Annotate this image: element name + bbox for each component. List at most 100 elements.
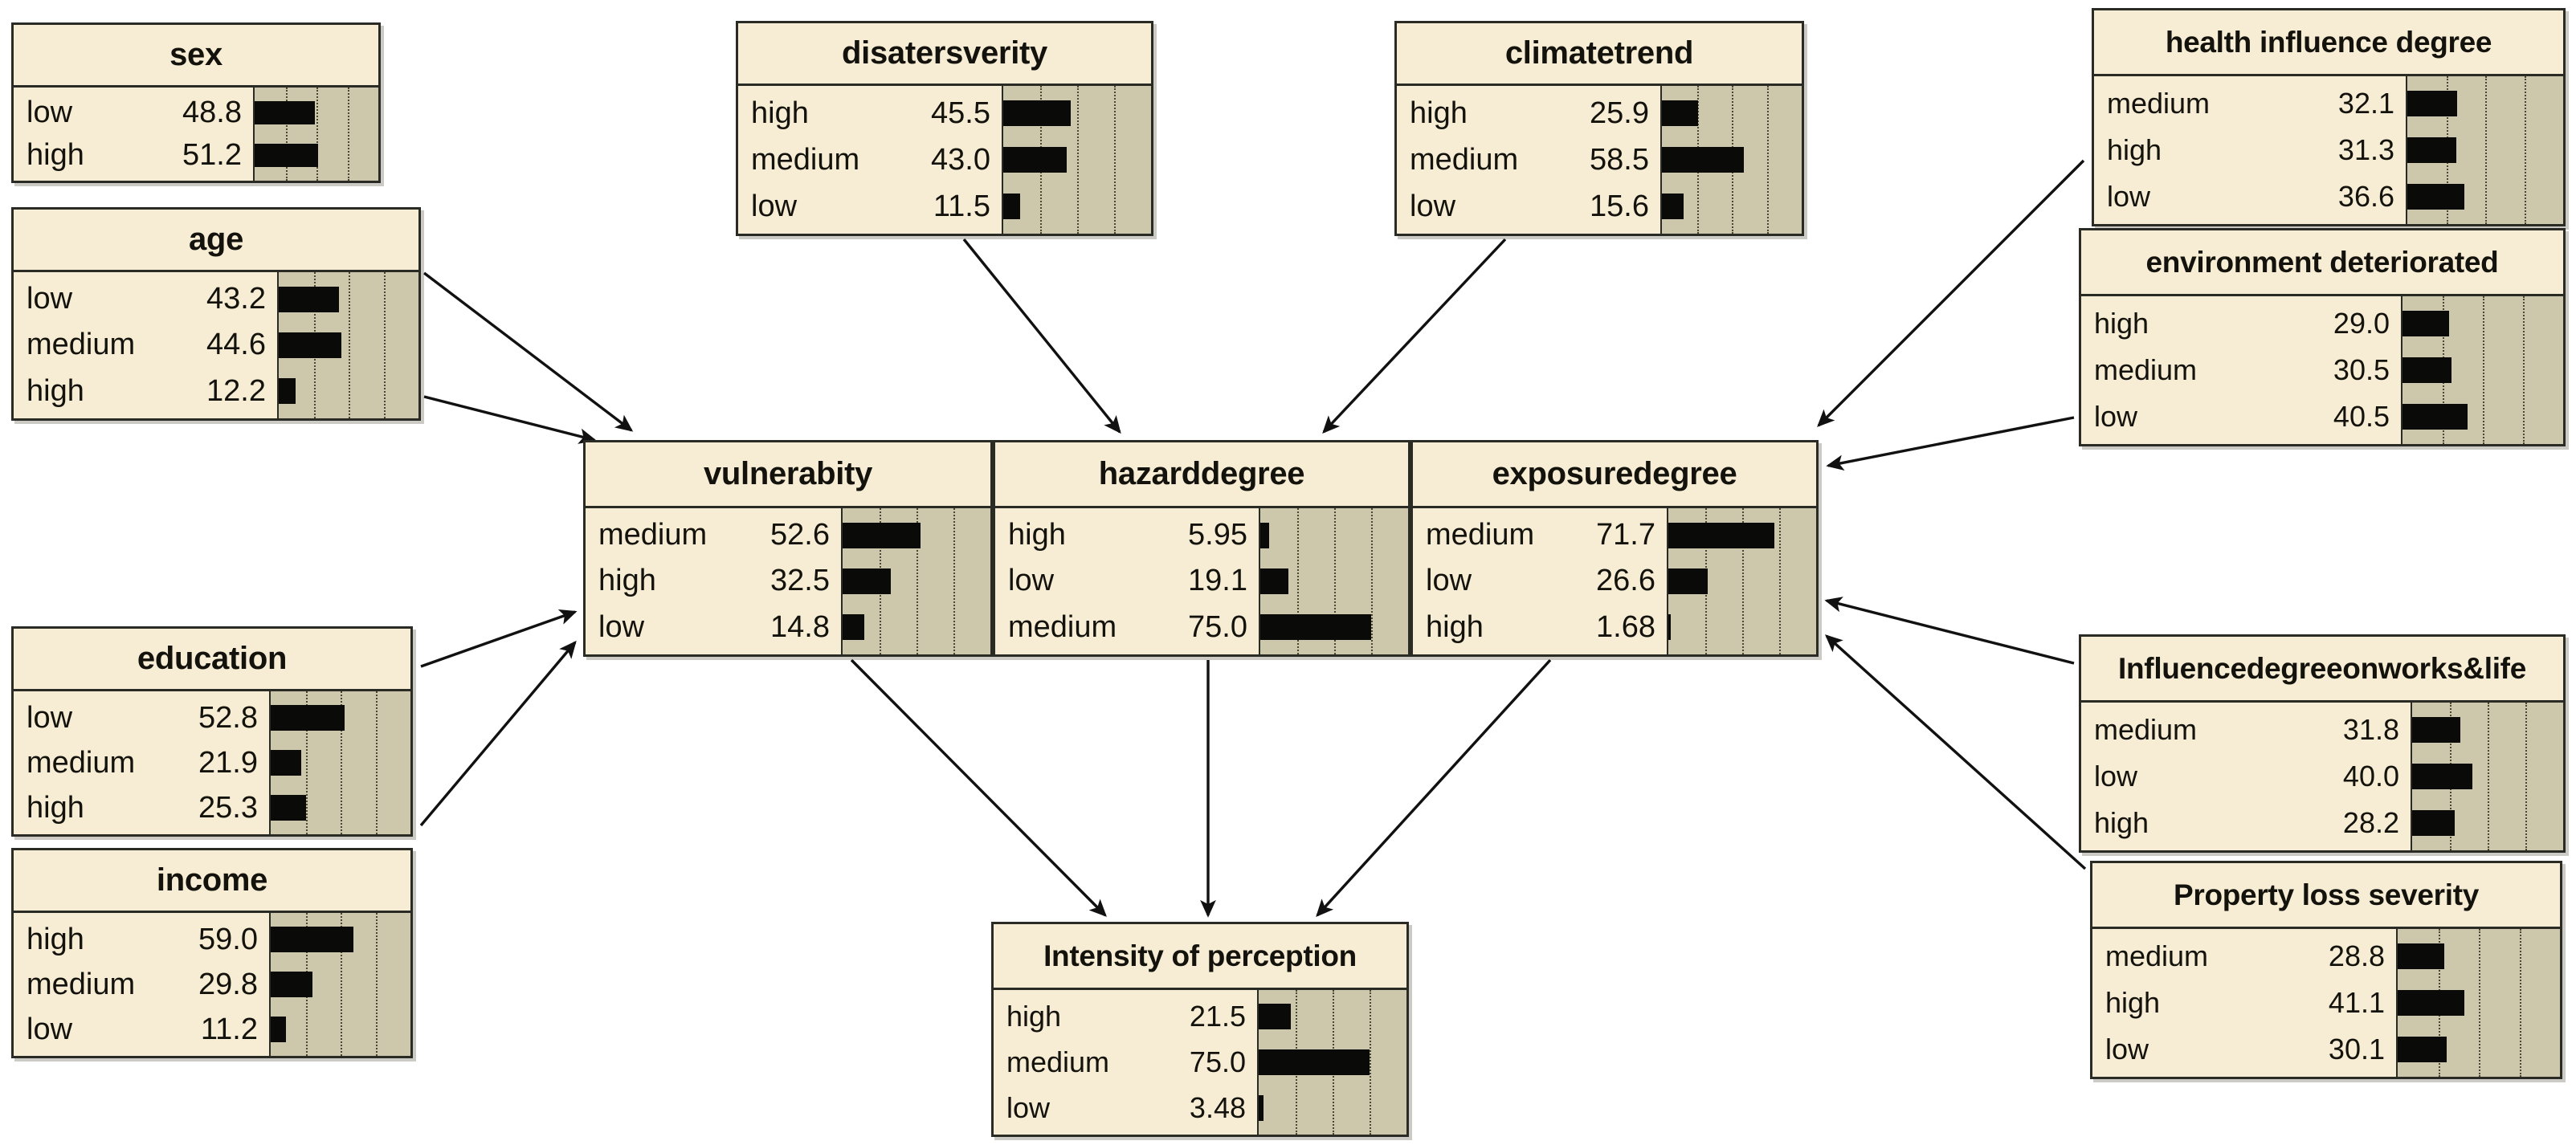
gridline-50 bbox=[2479, 929, 2480, 1077]
state-value: 44.6 bbox=[206, 328, 266, 362]
node-title-property-loss-severity: Property loss severity bbox=[2092, 863, 2560, 929]
state-label: medium bbox=[598, 518, 708, 552]
state-label: high bbox=[2107, 133, 2162, 166]
state-value: 43.2 bbox=[206, 282, 266, 316]
state-label: low bbox=[2105, 1033, 2149, 1066]
bar bbox=[271, 927, 353, 952]
edge-environment-deteriorated-to-exposuredegree bbox=[1826, 416, 2075, 471]
state-value: 28.2 bbox=[2342, 806, 2399, 839]
bar-row bbox=[2398, 980, 2560, 1026]
bar bbox=[1668, 614, 1672, 641]
bar bbox=[843, 614, 865, 641]
node-title-sex: sex bbox=[14, 25, 378, 88]
gridline-50 bbox=[1742, 508, 1744, 654]
state-value: 11.5 bbox=[933, 189, 990, 223]
state-label: low bbox=[1006, 1090, 1051, 1124]
state-value: 29.8 bbox=[198, 967, 258, 1001]
bar bbox=[1260, 522, 1269, 548]
state-value: 45.5 bbox=[931, 96, 990, 130]
state-label: high bbox=[751, 96, 809, 130]
state-value: 30.1 bbox=[2328, 1033, 2385, 1066]
state-value: 40.0 bbox=[2342, 760, 2399, 793]
state-value: 31.8 bbox=[2342, 713, 2399, 746]
bar-row bbox=[2412, 707, 2563, 753]
gridline-25 bbox=[1297, 508, 1299, 654]
state-value: 21.5 bbox=[1189, 1000, 1246, 1033]
bar-row bbox=[2412, 753, 2563, 800]
node-title-vulnerabity: vulnerabity bbox=[586, 442, 990, 508]
state-label: low bbox=[2094, 760, 2138, 793]
node-title-climatetrend: climatetrend bbox=[1397, 23, 1802, 86]
gridline-75 bbox=[1779, 508, 1781, 654]
gridline-75 bbox=[375, 913, 378, 1056]
gridline-75 bbox=[2523, 296, 2525, 444]
state-label: low bbox=[27, 96, 73, 129]
state-label: low bbox=[1410, 189, 1456, 223]
bar bbox=[1259, 1094, 1264, 1121]
state-row: low 30.1 bbox=[2092, 1026, 2396, 1073]
state-value: 71.7 bbox=[1596, 518, 1655, 552]
bar-chart-health-influence-degree bbox=[2407, 76, 2563, 224]
bar-row bbox=[1662, 137, 1802, 183]
bar-row bbox=[1662, 90, 1802, 137]
gridline-25 bbox=[285, 88, 288, 181]
bar-row bbox=[271, 917, 410, 962]
bar-chart-exposuredegree bbox=[1668, 508, 1816, 654]
bar-row bbox=[1668, 605, 1816, 650]
state-value: 1.68 bbox=[1596, 609, 1655, 644]
bar-chart-education bbox=[271, 691, 410, 834]
edge-age-to-vulnerabity bbox=[423, 271, 634, 432]
node-title-health-influence-degree: health influence degree bbox=[2094, 10, 2563, 76]
state-row: medium 31.8 bbox=[2081, 707, 2411, 753]
bar-row bbox=[255, 92, 378, 134]
bar-row bbox=[1259, 1040, 1406, 1086]
state-label: low bbox=[27, 282, 73, 316]
gridline-50 bbox=[1334, 508, 1336, 654]
bar bbox=[1259, 1049, 1370, 1075]
bar-row bbox=[271, 785, 410, 830]
bar bbox=[2412, 716, 2460, 744]
state-label: medium bbox=[2094, 713, 2198, 746]
state-label: low bbox=[2107, 180, 2151, 213]
state-value: 32.1 bbox=[2337, 87, 2394, 120]
bar bbox=[843, 568, 891, 595]
bar bbox=[279, 332, 341, 359]
bar-row bbox=[1003, 183, 1151, 230]
node-title-intensity-of-perception: Intensity of perception bbox=[994, 924, 1406, 990]
bar-chart-environment-deteriorated bbox=[2402, 296, 2563, 444]
bar-chart-income bbox=[271, 913, 410, 1056]
state-row: low 43.2 bbox=[14, 276, 277, 322]
